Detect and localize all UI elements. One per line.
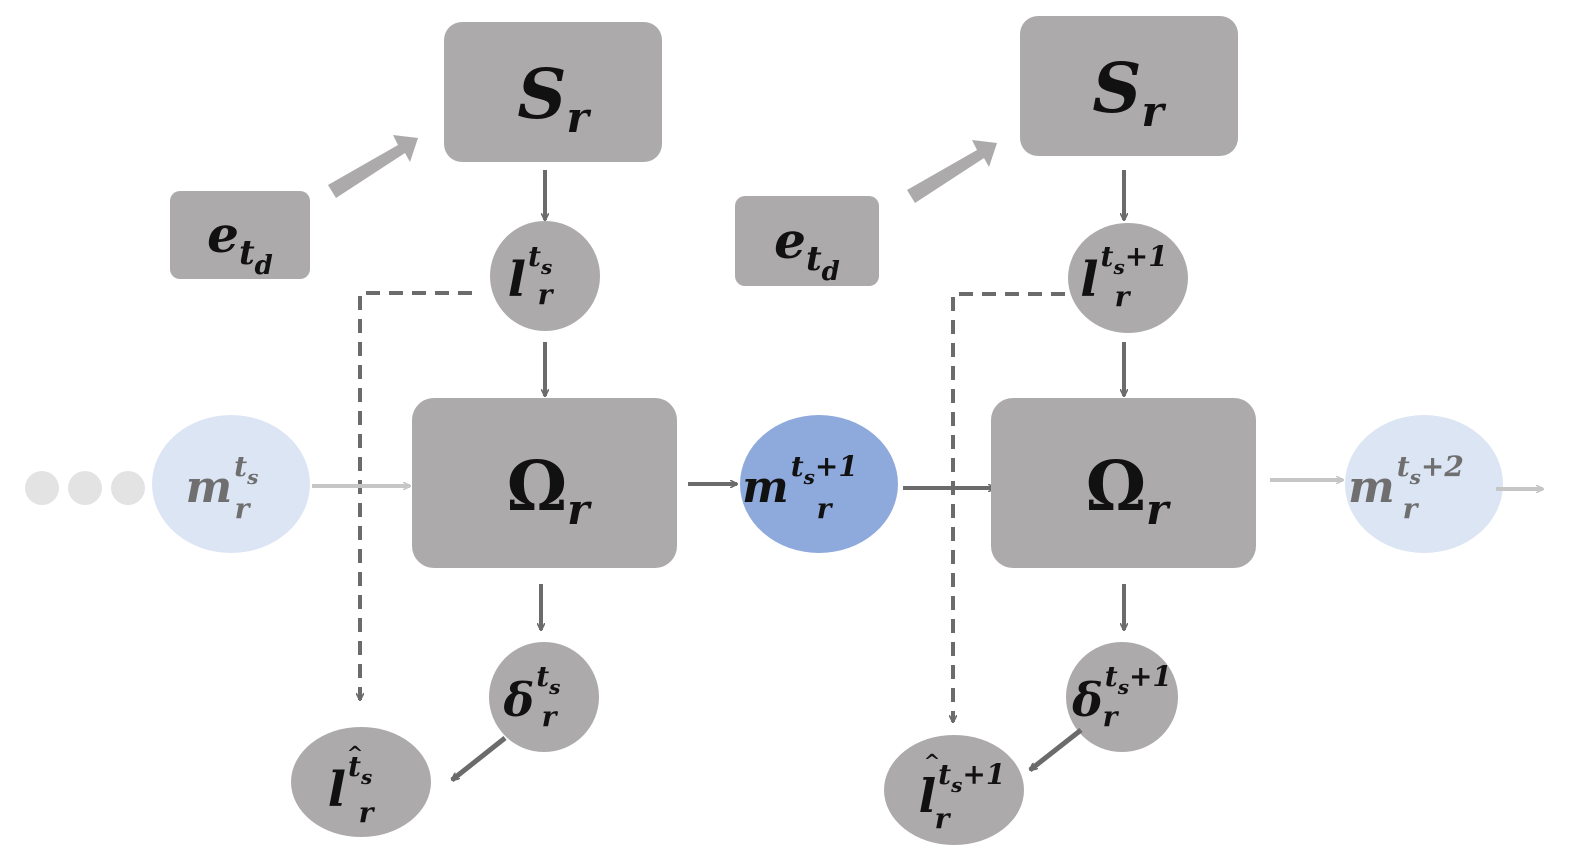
lhat-sub-left: r (359, 796, 376, 829)
thick-arrow-left (328, 135, 418, 198)
l-label-right: lts+1 (1080, 240, 1167, 308)
step-left: Sr etd lts r Ωr mts r (152, 22, 677, 837)
m-sub-mid: r (817, 492, 834, 525)
lhat-node-left (291, 727, 431, 837)
l-sub-right: r (1115, 280, 1132, 313)
m-sub-input: r (235, 492, 252, 525)
sr-box-right (1020, 16, 1238, 156)
dot (25, 471, 59, 505)
lhat-label-left: lts (328, 750, 372, 818)
omega-label-right: Ωr (1086, 447, 1172, 534)
step-middle: mts+1 r (688, 415, 995, 553)
m-node-input (152, 415, 310, 553)
step-right: Sr etd lts+1 r Ωr mts+2 (735, 16, 1543, 845)
l-sub-left: r (538, 278, 555, 311)
delta-label-right: δts+1 (1071, 660, 1172, 727)
dot (68, 471, 102, 505)
m-label-output: mts+2 (1348, 450, 1464, 513)
lhat-hat-left: ^ (347, 741, 364, 765)
m-label-mid: mts+1 (742, 450, 858, 513)
etd-label-left: etd (207, 205, 273, 281)
m-node-mid (740, 415, 898, 553)
etd-label-right: etd (774, 211, 840, 287)
delta-sub-right: r (1103, 700, 1120, 733)
thick-arrow-right (907, 140, 997, 203)
l-node-left (490, 221, 600, 331)
omega-label-left: Ωr (507, 447, 593, 534)
sr-label-right: Sr (1092, 49, 1166, 136)
omega-box-right (991, 398, 1256, 568)
m-node-output (1345, 415, 1503, 553)
lhat-sub-right: r (935, 802, 952, 835)
lhat-hat-right: ^ (924, 749, 941, 773)
sr-label-left: Sr (517, 55, 591, 142)
dot (111, 471, 145, 505)
lhat-label-right: lts+1 (919, 758, 1006, 823)
l-label-left: lts (508, 240, 552, 308)
etd-box-right (735, 196, 879, 286)
l-node-right (1068, 223, 1188, 333)
sr-box-left (444, 22, 662, 162)
delta-node-left (489, 642, 599, 752)
m-label-input: mts (186, 450, 259, 513)
m-sub-output: r (1403, 492, 1420, 525)
arrow-delta-to-lhat-left (452, 736, 507, 782)
dashed-l-to-lhat-right (953, 292, 1065, 722)
omega-box-left (412, 398, 677, 568)
delta-node-right (1066, 642, 1178, 752)
arrow-delta-to-lhat-right (1030, 728, 1083, 772)
delta-sub-left: r (542, 700, 559, 733)
delta-label-left: δts (503, 660, 561, 727)
etd-box-left (170, 191, 310, 279)
lhat-node-right (884, 735, 1024, 845)
continuation-dots (25, 471, 145, 505)
